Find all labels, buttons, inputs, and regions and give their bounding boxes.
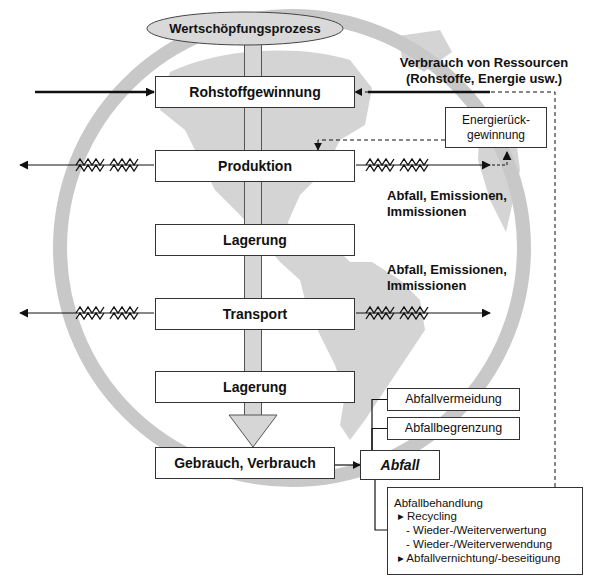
zigzag-symbol xyxy=(110,313,138,319)
node-label: Rohstoffgewinnung xyxy=(189,84,320,101)
node-label: Transport xyxy=(223,306,288,323)
node-label: Produktion xyxy=(218,158,292,175)
node-label: Gebrauch, Verbrauch xyxy=(174,455,316,472)
node-label: Wertschöpfungsprozess xyxy=(169,21,320,37)
input-arrow-left xyxy=(35,91,154,94)
zigzag-symbol xyxy=(76,165,104,171)
zigzag-symbol xyxy=(400,159,428,165)
zigzag-symbol xyxy=(76,313,104,319)
zigzag-symbol xyxy=(366,159,394,165)
connector xyxy=(375,480,387,530)
node-item: - Wieder-/Weiterverwendung xyxy=(394,538,552,552)
process-box: Lagerung xyxy=(155,371,355,403)
globe-ring xyxy=(60,16,524,480)
emission-arrows xyxy=(20,159,490,319)
process-box: Produktion xyxy=(155,150,355,182)
process-box: Transport xyxy=(155,298,355,330)
zigzag-symbol xyxy=(400,313,428,319)
option-box: Abfallvermeidung xyxy=(387,388,520,411)
emission-label: Abfall, Emissionen, Immissionen xyxy=(387,188,527,219)
process-flow-band xyxy=(253,255,254,299)
zigzag-symbol xyxy=(366,307,394,313)
node-label: Abfallbegrenzung xyxy=(405,421,502,436)
waste-box: Abfall xyxy=(360,450,440,480)
node-item: ▸ Abfallvernichtung/-beseitigung xyxy=(394,552,560,566)
process-flow-band xyxy=(253,181,254,225)
treatment-box: Abfallbehandlung▸ Recycling- Wieder-/Wei… xyxy=(387,487,583,575)
process-box: Rohstoffgewinnung xyxy=(155,76,355,108)
zigzag-symbol xyxy=(110,159,138,165)
process-flow-band xyxy=(253,44,254,77)
connector xyxy=(335,465,360,466)
process-box: Lagerung xyxy=(155,224,355,256)
process-ellipse: Wertschöpfungsprozess xyxy=(147,12,343,45)
connector xyxy=(372,400,387,451)
emission-label: Abfall, Emissionen, Immissionen xyxy=(387,262,527,293)
connector xyxy=(318,140,445,150)
zigzag-symbol xyxy=(110,165,138,171)
node-label: Abfall xyxy=(381,457,420,474)
zigzag-symbol xyxy=(76,307,104,313)
process-flow-band xyxy=(229,402,277,447)
resource-label: Verbrauch von Ressourcen (Rohstoffe, Ene… xyxy=(388,55,580,86)
zigzag-symbol xyxy=(400,165,428,171)
option-box: Abfallbegrenzung xyxy=(387,417,520,440)
zigzag-symbol xyxy=(400,307,428,313)
connector xyxy=(355,92,555,487)
zigzag-symbol xyxy=(110,307,138,313)
node-label: Abfallvermeidung xyxy=(405,392,502,407)
node-label: Energierück- gewinnung xyxy=(446,113,546,142)
process-flow-band xyxy=(253,107,254,151)
zigzag-symbol xyxy=(76,159,104,165)
node-label: Lagerung xyxy=(223,379,287,396)
node-item: - Wieder-/Weiterverwertung xyxy=(394,524,546,538)
energy-dashed-link xyxy=(492,152,507,165)
node-label: Abfallbehandlung xyxy=(394,497,483,511)
node-item: ▸ Recycling xyxy=(394,510,457,524)
zigzag-symbol xyxy=(366,313,394,319)
node-label: Lagerung xyxy=(223,232,287,249)
process-box: Gebrauch, Verbrauch xyxy=(155,447,335,479)
connector xyxy=(372,429,387,451)
process-flow-band xyxy=(253,329,254,372)
zigzag-symbol xyxy=(366,165,394,171)
energy-box: Energierück- gewinnung xyxy=(445,107,547,148)
